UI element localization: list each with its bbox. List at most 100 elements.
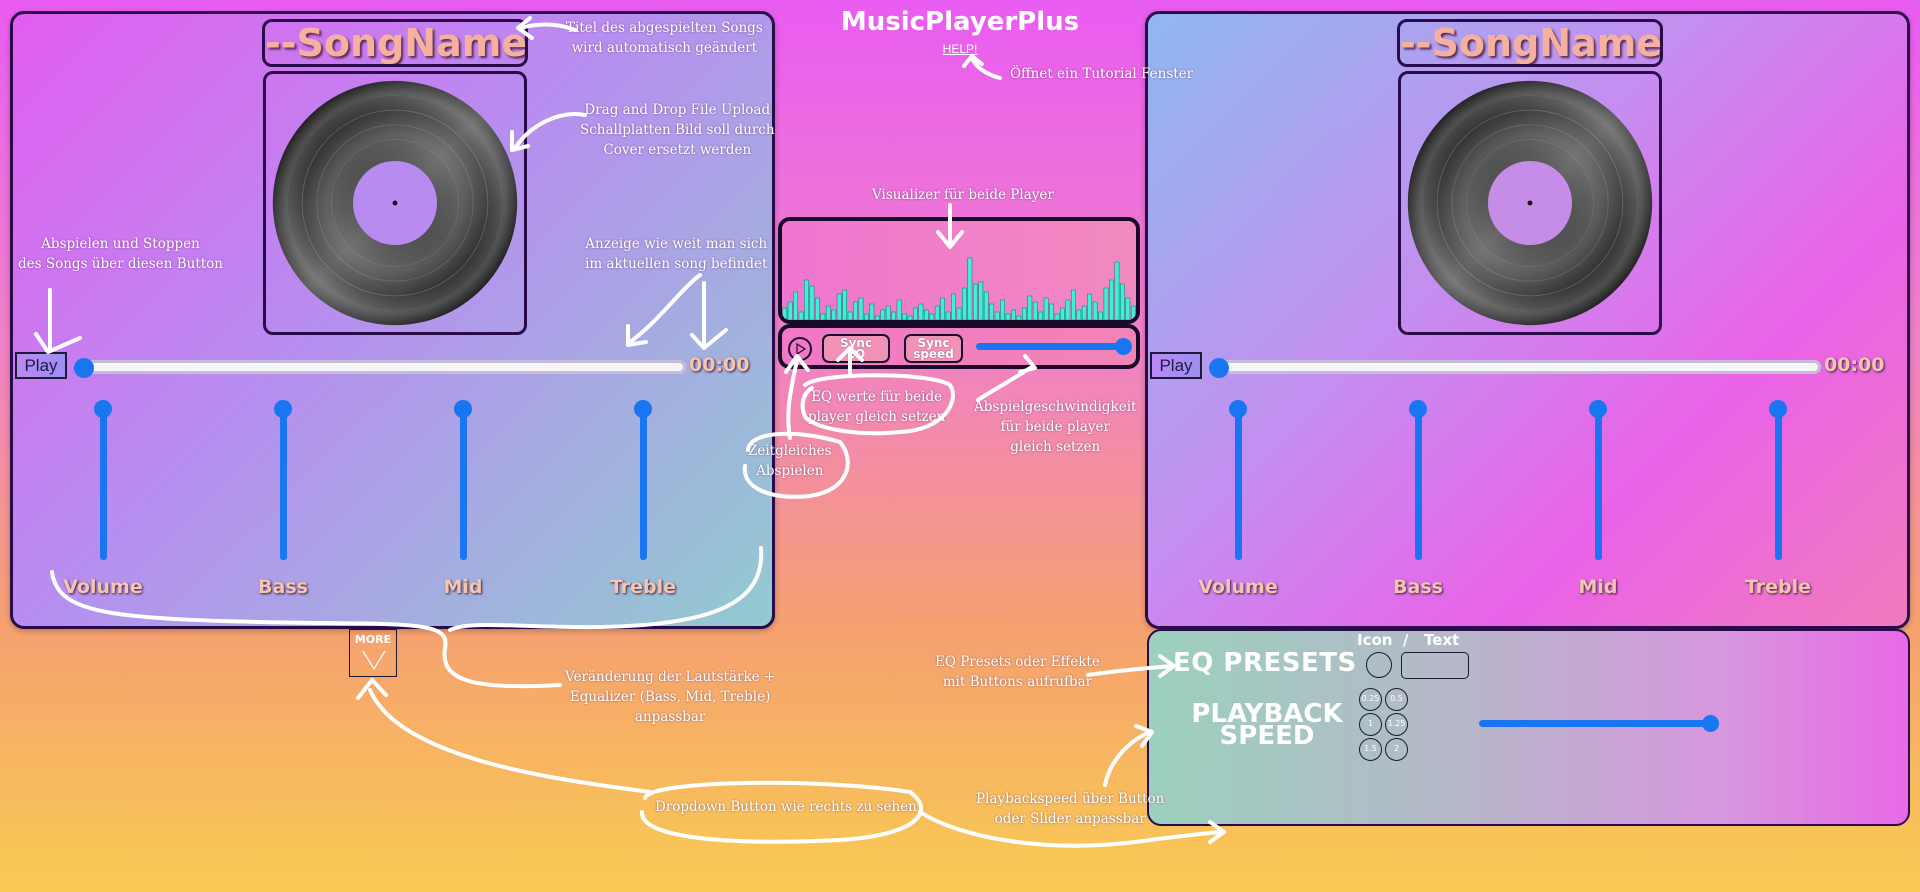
- playback-speed-slider[interactable]: [1479, 720, 1713, 727]
- visualizer-bar: [896, 299, 902, 320]
- bass-label: Bass: [1393, 576, 1443, 598]
- visualizer-bar: [972, 283, 978, 320]
- bass-slider[interactable]: [274, 400, 292, 564]
- treble-label: Treble: [609, 576, 677, 598]
- treble-slider[interactable]: [634, 400, 652, 564]
- speed-option-button[interactable]: 1.25: [1385, 713, 1408, 736]
- sync-eq-button[interactable]: Sync EQ: [822, 334, 890, 363]
- playback-title-line1: PLAYBACK: [1191, 699, 1343, 729]
- more-label: MORE: [354, 633, 392, 646]
- visualizer-bar: [1125, 297, 1131, 320]
- annotation-visualizer: Visualizer für beide Player: [872, 187, 1054, 203]
- visualizer-bar: [978, 281, 984, 320]
- play-button[interactable]: Play: [15, 352, 67, 379]
- visualizer-bar: [804, 279, 809, 320]
- annotation-dropdown: Dropdown Button wie rechts zu sehen: [655, 799, 917, 815]
- treble-label: Treble: [1744, 576, 1812, 598]
- presets-panel: EQ PRESETS Icon / Text PLAYBACK SPEED 0.…: [1147, 629, 1910, 826]
- visualizer-bar: [853, 301, 858, 320]
- cover-drop-zone[interactable]: [1398, 71, 1662, 335]
- visualizer-bar: [793, 291, 798, 320]
- more-dropdown-button[interactable]: MORE: [349, 629, 397, 677]
- visualizer-bar: [1130, 305, 1136, 320]
- treble-slider[interactable]: [1769, 400, 1787, 564]
- song-name: --SongName--: [1397, 19, 1663, 67]
- visualizer-bar: [1032, 301, 1038, 320]
- visualizer-bar: [815, 297, 820, 320]
- sync-speed-button[interactable]: Sync speed: [904, 334, 963, 363]
- visualizer-bar: [940, 297, 946, 320]
- chevron-down-icon: [362, 650, 386, 671]
- preset-text-button[interactable]: [1401, 652, 1469, 679]
- visualizer-bar: [962, 287, 967, 320]
- visualizer-bar: [798, 311, 804, 320]
- icon-text-label: Icon / Text: [1357, 631, 1460, 649]
- visualizer-bar: [929, 313, 935, 320]
- visualizer-bar: [874, 315, 880, 320]
- speed-option-button[interactable]: 0.25: [1359, 688, 1382, 711]
- seek-bar[interactable]: [76, 360, 686, 374]
- sync-eq-label-line2: EQ: [846, 347, 866, 361]
- playback-speed-thumb[interactable]: [1702, 715, 1719, 732]
- bass-slider[interactable]: [1409, 400, 1427, 564]
- play-button[interactable]: Play: [1150, 352, 1202, 379]
- visualizer-bar: [918, 303, 924, 320]
- visualizer-bar: [782, 307, 788, 320]
- speed-option-button[interactable]: 1: [1359, 713, 1382, 736]
- visualizer-bar: [1043, 297, 1049, 320]
- annotation-eq-sliders: Veränderung der Lautstärke +Equalizer (B…: [565, 669, 776, 725]
- visualizer-bar: [885, 305, 891, 320]
- visualizer-bar: [1109, 279, 1114, 320]
- visualizer-bar: [891, 311, 897, 320]
- mid-label: Mid: [1578, 576, 1618, 598]
- seek-bar[interactable]: [1211, 360, 1821, 374]
- visualizer-bar: [951, 293, 956, 320]
- visualizer-bar: [967, 257, 973, 320]
- visualizer-bar: [1092, 301, 1098, 320]
- volume-slider[interactable]: [94, 400, 112, 564]
- preset-icon-button[interactable]: [1366, 652, 1392, 678]
- playback-title-line2: SPEED: [1219, 721, 1315, 751]
- player-right: --SongName--: [1145, 11, 1910, 629]
- cover-drop-zone[interactable]: [263, 71, 527, 335]
- visualizer-bar: [864, 313, 869, 320]
- visualizer-bar: [945, 311, 951, 320]
- time-display: 00:00: [689, 354, 750, 376]
- visualizer-bar: [934, 305, 940, 320]
- app-title: MusicPlayerPlus: [840, 7, 1080, 37]
- seek-thumb[interactable]: [74, 358, 94, 378]
- sync-play-button[interactable]: [788, 337, 812, 361]
- speed-option-button[interactable]: 2: [1385, 738, 1408, 761]
- visualizer-bar: [820, 313, 826, 320]
- visualizer-bar: [1005, 313, 1011, 320]
- visualizer-bars: [782, 221, 1136, 320]
- speed-option-button[interactable]: 1.5: [1359, 738, 1382, 761]
- sync-speed-slider[interactable]: [976, 343, 1124, 350]
- visualizer-bar: [1076, 309, 1082, 320]
- visualizer-bar: [1011, 309, 1016, 320]
- sync-speed-thumb[interactable]: [1115, 338, 1132, 355]
- audio-visualizer: [778, 217, 1140, 324]
- speed-option-button[interactable]: 0.5: [1385, 688, 1408, 711]
- visualizer-bar: [836, 293, 842, 320]
- mid-slider[interactable]: [454, 400, 472, 564]
- help-link[interactable]: HELP!: [942, 42, 978, 56]
- visualizer-bar: [809, 285, 815, 320]
- seek-thumb[interactable]: [1209, 358, 1229, 378]
- volume-slider[interactable]: [1229, 400, 1247, 564]
- sync-speed-label-line2: speed: [913, 347, 954, 361]
- visualizer-bar: [1060, 307, 1065, 320]
- visualizer-bar: [994, 311, 1000, 320]
- visualizer-bar: [983, 291, 989, 320]
- visualizer-bar: [787, 301, 793, 320]
- visualizer-bar: [1071, 289, 1076, 320]
- mid-slider[interactable]: [1589, 400, 1607, 564]
- visualizer-bar: [847, 311, 853, 320]
- visualizer-bar: [907, 315, 913, 320]
- playback-speed-title: PLAYBACK SPEED: [1187, 699, 1347, 751]
- vinyl-record-icon: [272, 80, 518, 326]
